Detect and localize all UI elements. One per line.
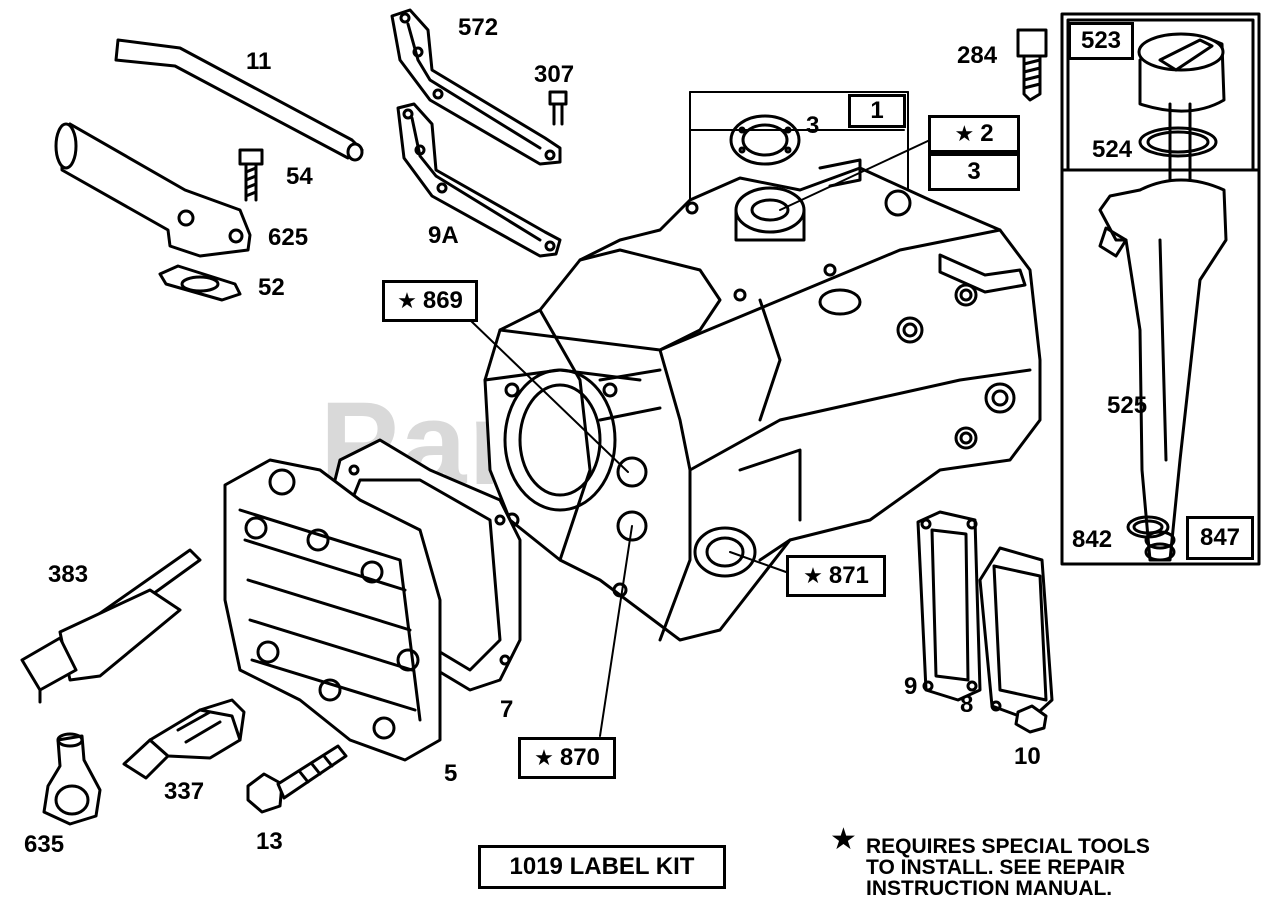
star-icon: ★ bbox=[954, 121, 975, 147]
leader-lines bbox=[469, 91, 931, 737]
gasket-part-9a bbox=[396, 102, 562, 258]
box-label-870: ★870 bbox=[518, 737, 616, 779]
star-icon: ★ bbox=[534, 745, 554, 771]
o-ring-part-842 bbox=[1126, 515, 1170, 539]
spark-plug-wrench-part-383 bbox=[20, 548, 202, 704]
box-label-523: 523 bbox=[1068, 22, 1134, 60]
star-icon: ★ bbox=[397, 288, 417, 314]
spark-plug-part-337 bbox=[122, 698, 246, 780]
bolt-part-13 bbox=[246, 744, 348, 814]
label-52: 52 bbox=[258, 274, 285, 301]
note-star-icon: ★ bbox=[830, 822, 857, 857]
oil-seal-part-3 bbox=[729, 114, 801, 166]
gasket-part-9 bbox=[916, 510, 982, 702]
label-9: 9 bbox=[904, 673, 918, 700]
spark-plug-boot-part-635 bbox=[42, 732, 102, 826]
note-line-3: INSTRUCTION MANUAL. bbox=[866, 877, 1113, 900]
box-label-2-text: 2 bbox=[980, 120, 994, 147]
box-label-871: ★871 bbox=[786, 555, 886, 597]
box-label-871-text: 871 bbox=[828, 562, 869, 589]
label-9a: 9A bbox=[428, 222, 459, 249]
breather-tube-part-625 bbox=[54, 122, 252, 258]
cylinder-head-part-5 bbox=[223, 458, 442, 762]
dipstick-cap-part-523 bbox=[1137, 32, 1226, 113]
note-line-1: REQUIRES SPECIAL TOOLS bbox=[866, 835, 1150, 858]
label-54: 54 bbox=[286, 163, 313, 190]
box-label-3: 3 bbox=[928, 153, 1020, 191]
label-625: 625 bbox=[268, 224, 309, 251]
gasket-part-572 bbox=[390, 8, 562, 166]
special-tools-note: REQUIRES SPECIAL TOOLS TO INSTALL. SEE R… bbox=[866, 836, 1150, 899]
box-label-2: ★2 bbox=[928, 115, 1020, 153]
screw-part-10 bbox=[1014, 704, 1048, 734]
label-337: 337 bbox=[164, 778, 205, 805]
box-label-847: 847 bbox=[1186, 516, 1254, 560]
box-label-869: ★869 bbox=[382, 280, 478, 322]
breather-tube-part-11 bbox=[114, 38, 364, 162]
box-label-870-text: 870 bbox=[559, 744, 600, 771]
label-10: 10 bbox=[1014, 743, 1041, 770]
label-635: 635 bbox=[24, 831, 65, 858]
label-11: 11 bbox=[246, 48, 272, 75]
label-5: 5 bbox=[444, 760, 458, 787]
cylinder-block bbox=[483, 158, 1042, 642]
label-7: 7 bbox=[500, 696, 514, 723]
screw-part-307 bbox=[548, 90, 568, 126]
box-label-1: 1 bbox=[848, 94, 906, 128]
label-383: 383 bbox=[48, 561, 89, 588]
label-524: 524 bbox=[1092, 136, 1133, 163]
dipstick-tube-part-525 bbox=[1098, 178, 1228, 562]
label-kit-box: 1019 LABEL KIT bbox=[478, 845, 726, 889]
valve-cover-part-8 bbox=[978, 546, 1054, 722]
gasket-part-52 bbox=[158, 264, 242, 302]
label-307: 307 bbox=[534, 61, 575, 88]
note-line-2: TO INSTALL. SEE REPAIR bbox=[866, 856, 1126, 879]
label-525: 525 bbox=[1107, 392, 1148, 419]
label-3-top: 3 bbox=[806, 112, 820, 139]
label-572: 572 bbox=[458, 14, 499, 41]
label-8: 8 bbox=[960, 691, 974, 718]
label-284: 284 bbox=[957, 42, 998, 69]
star-icon: ★ bbox=[803, 563, 823, 589]
label-842: 842 bbox=[1072, 526, 1113, 553]
box-label-869-text: 869 bbox=[422, 287, 463, 314]
screw-part-54 bbox=[238, 148, 264, 202]
screw-part-284 bbox=[1016, 28, 1048, 102]
label-13: 13 bbox=[256, 828, 283, 855]
